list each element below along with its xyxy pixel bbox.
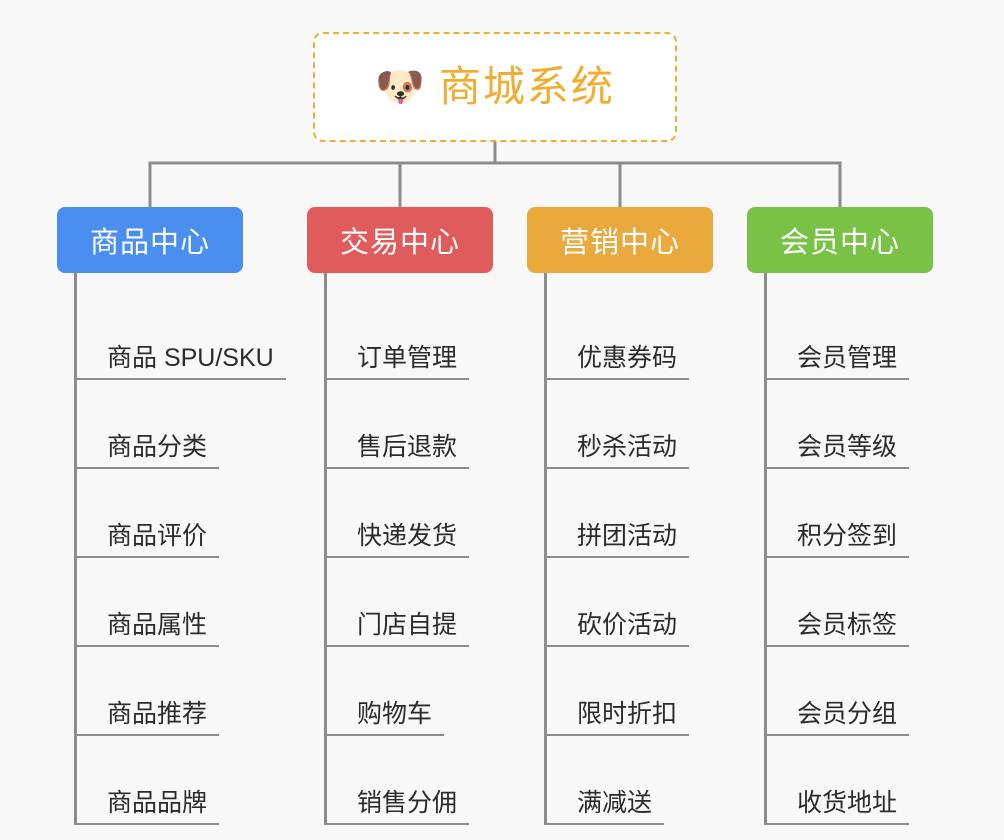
branch-会员中心: 会员中心 会员管理 会员等级 积分签到 会员标签 会员分组 收货地址 [747,207,933,825]
list-item[interactable]: 会员分组 [767,647,933,736]
list-item[interactable]: 秒杀活动 [547,380,713,469]
leaf-label: 商品推荐 [77,700,220,736]
leaf-list-1: 订单管理 售后退款 快递发货 门店自提 购物车 销售分佣 [324,273,493,825]
root-node[interactable]: 🐶 商城系统 [313,32,677,142]
branch-header-2[interactable]: 营销中心 [527,207,713,273]
list-item[interactable]: 商品评价 [77,469,286,558]
leaf-label: 商品 SPU/SKU [77,344,286,380]
leaf-label: 拼团活动 [547,522,690,558]
list-item[interactable]: 门店自提 [327,558,493,647]
leaf-label: 满减送 [547,789,665,825]
list-item[interactable]: 优惠券码 [547,291,713,380]
list-item[interactable]: 销售分佣 [327,736,493,825]
branch-header-label-0: 商品中心 [89,227,210,259]
branch-交易中心: 交易中心 订单管理 售后退款 快递发货 门店自提 购物车 销售分佣 [307,207,493,825]
list-item[interactable]: 商品品牌 [77,736,286,825]
leaf-label: 购物车 [327,700,445,736]
branch-header-label-2: 营销中心 [559,227,680,259]
branch-商品中心: 商品中心 商品 SPU/SKU 商品分类 商品评价 商品属性 商品推荐 商品品牌 [57,207,286,825]
leaf-label: 商品品牌 [77,789,220,825]
leaf-label: 限时折扣 [547,700,690,736]
list-item[interactable]: 商品推荐 [77,647,286,736]
dog-face-icon: 🐶 [375,64,425,110]
branch-header-3[interactable]: 会员中心 [747,207,933,273]
leaf-label: 会员分组 [767,700,910,736]
list-item[interactable]: 会员等级 [767,380,933,469]
branch-header-1[interactable]: 交易中心 [307,207,493,273]
branch-header-0[interactable]: 商品中心 [57,207,243,273]
list-item[interactable]: 限时折扣 [547,647,713,736]
leaf-label: 门店自提 [327,611,470,647]
list-item[interactable]: 拼团活动 [547,469,713,558]
list-item[interactable]: 砍价活动 [547,558,713,647]
leaf-label: 优惠券码 [547,344,690,380]
branch-营销中心: 营销中心 优惠券码 秒杀活动 拼团活动 砍价活动 限时折扣 满减送 [527,207,713,825]
leaf-label: 积分签到 [767,522,910,558]
leaf-list-2: 优惠券码 秒杀活动 拼团活动 砍价活动 限时折扣 满减送 [544,273,713,825]
leaf-list-0: 商品 SPU/SKU 商品分类 商品评价 商品属性 商品推荐 商品品牌 [74,273,286,825]
list-item[interactable]: 快递发货 [327,469,493,558]
list-item[interactable]: 商品属性 [77,558,286,647]
leaf-list-3: 会员管理 会员等级 积分签到 会员标签 会员分组 收货地址 [764,273,933,825]
leaf-label: 订单管理 [327,344,470,380]
leaf-label: 销售分佣 [327,789,470,825]
leaf-label: 售后退款 [327,433,470,469]
leaf-label: 商品评价 [77,522,220,558]
leaf-label: 商品分类 [77,433,220,469]
list-item[interactable]: 积分签到 [767,469,933,558]
leaf-label: 会员等级 [767,433,910,469]
leaf-label: 会员管理 [767,344,910,380]
branch-header-label-3: 会员中心 [779,227,900,259]
list-item[interactable]: 购物车 [327,647,493,736]
list-item[interactable]: 商品分类 [77,380,286,469]
list-item[interactable]: 会员管理 [767,291,933,380]
leaf-label: 会员标签 [767,611,910,647]
list-item[interactable]: 满减送 [547,736,713,825]
list-item[interactable]: 收货地址 [767,736,933,825]
leaf-label: 快递发货 [327,522,470,558]
leaf-label: 秒杀活动 [547,433,690,469]
leaf-label: 砍价活动 [547,611,690,647]
list-item[interactable]: 订单管理 [327,291,493,380]
list-item[interactable]: 商品 SPU/SKU [77,291,286,380]
root-title: 商城系统 [438,63,615,110]
list-item[interactable]: 售后退款 [327,380,493,469]
leaf-label: 商品属性 [77,611,220,647]
list-item[interactable]: 会员标签 [767,558,933,647]
branch-header-label-1: 交易中心 [339,227,460,259]
leaf-label: 收货地址 [767,789,910,825]
